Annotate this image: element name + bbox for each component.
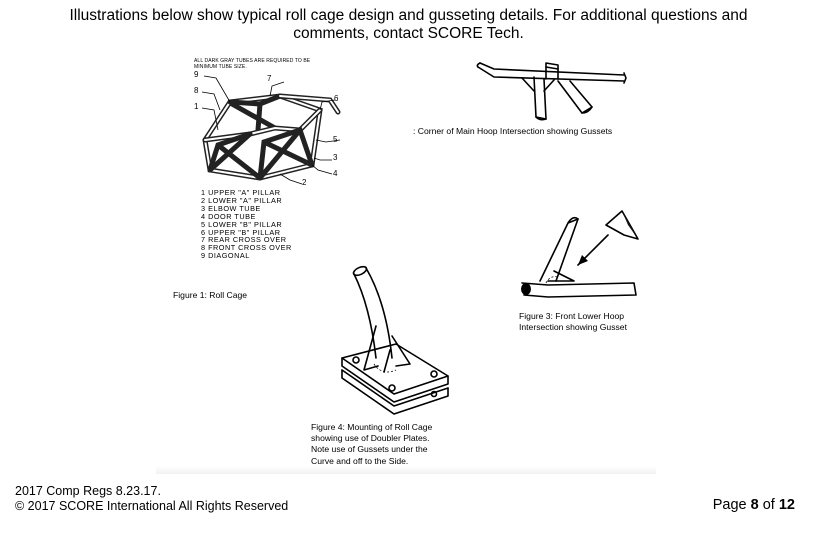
legend-item: 2 LOWER "A" PILLAR xyxy=(201,195,283,205)
figure1-caption: Figure 1: Roll Cage xyxy=(173,290,248,300)
callout-1: 1 xyxy=(194,102,199,111)
callout-2: 2 xyxy=(302,178,307,187)
page-middle: of xyxy=(758,497,779,513)
main-hoop-corner-drawing xyxy=(476,62,627,121)
figure4-caption-line: Curve and off to the Side. xyxy=(311,455,409,466)
figure3-caption-line: Figure 3: Front Lower Hoop xyxy=(519,311,625,321)
legend-item: 3 ELBOW TUBE xyxy=(201,203,261,213)
callout-5: 5 xyxy=(333,135,338,144)
page-prefix: Page xyxy=(712,497,751,513)
callout-7: 7 xyxy=(267,74,272,83)
footer-copyright: © 2017 SCORE International All Rights Re… xyxy=(15,499,289,513)
legend-item: 1 UPPER "A" PILLAR xyxy=(201,188,281,197)
front-lower-hoop-drawing xyxy=(521,210,639,298)
legend-item: 9 DIAGONAL xyxy=(201,251,250,261)
page-total: 12 xyxy=(778,497,795,513)
figures-panel xyxy=(156,52,656,474)
figure4-caption: Figure 4: Mounting of Roll Cage showing … xyxy=(311,422,432,467)
callout-6: 6 xyxy=(334,94,339,103)
intro-text: Illustrations below show typical roll ca… xyxy=(69,7,748,42)
callout-3: 3 xyxy=(333,153,338,162)
figure4-caption-line: showing use of Doubler Plates. xyxy=(311,433,430,444)
footer-regs-version: 2017 Comp Regs 8.23.17. xyxy=(15,484,161,498)
figure3-caption: Figure 3: Front Lower Hoop Intersection … xyxy=(519,311,627,333)
figure3-caption-line: Intersection showing Gusset xyxy=(519,322,627,333)
legend-item: 7 REAR CROSS OVER xyxy=(201,235,287,245)
callout-8: 8 xyxy=(194,86,199,95)
figure2-caption: : Corner of Main Hoop Intersection showi… xyxy=(413,126,613,136)
callout-4: 4 xyxy=(333,169,338,178)
figure1-legend: 1 UPPER "A" PILLAR 2 LOWER "A" PILLAR 3 … xyxy=(201,189,292,260)
page-number: Page 8 of 12 xyxy=(713,497,795,513)
roll-cage-drawing xyxy=(201,75,341,185)
doubler-plate-mount-drawing xyxy=(341,265,449,415)
footer-info: 2017 Comp Regs 8.23.17. © 2017 SCORE Int… xyxy=(15,484,288,514)
legend-item: 8 FRONT CROSS OVER xyxy=(201,243,292,253)
legend-item: 4 DOOR TUBE xyxy=(201,211,256,221)
figure4-caption-line: Figure 4: Mounting of Roll Cage xyxy=(311,422,433,432)
callout-9: 9 xyxy=(194,70,199,79)
page-current: 8 xyxy=(750,497,759,513)
legend-item: 5 LOWER "B" PILLAR xyxy=(201,219,283,229)
figure4-caption-line: Note use of Gussets under the xyxy=(311,444,428,455)
figure1-note: ALL DARK GRAY TUBES ARE REQUIRED TO BE M… xyxy=(194,58,311,70)
legend-item: 6 UPPER "B" PILLAR xyxy=(201,227,281,237)
